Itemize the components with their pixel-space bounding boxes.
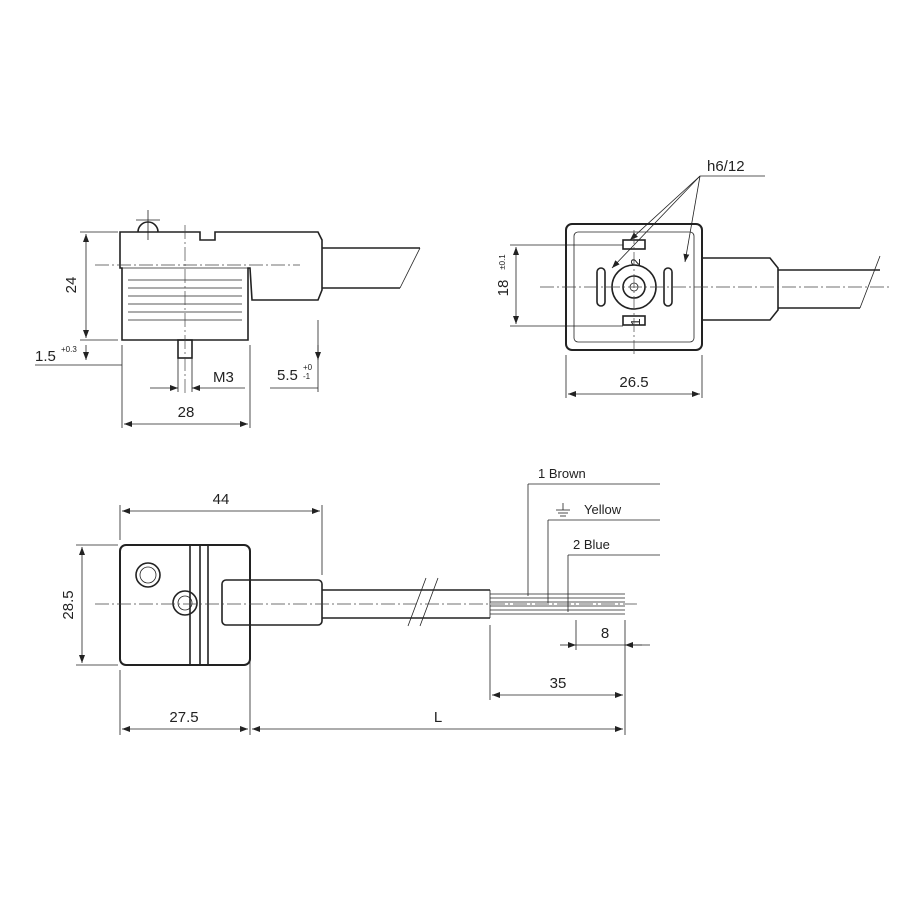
dim-1-5-label: 1.5 xyxy=(35,348,56,365)
top-screw-2 xyxy=(172,590,198,616)
top-screw-1 xyxy=(135,562,161,588)
dim-L-label: L xyxy=(434,709,442,726)
front-view: 2 1 h6/12 18 ±0.1 26.5 xyxy=(495,158,890,398)
pin-label-1: 1 xyxy=(628,318,643,325)
dim-h6-12-label: h6/12 xyxy=(707,158,745,175)
ground-icon xyxy=(556,503,570,517)
pin-label-2: 2 xyxy=(628,258,643,265)
front-cable xyxy=(778,269,880,309)
dim-27-5-label: 27.5 xyxy=(169,709,198,726)
side-cable xyxy=(322,247,420,289)
top-gland xyxy=(221,579,323,626)
dim-m3-label: M3 xyxy=(213,369,234,386)
dim-26-5-label: 26.5 xyxy=(619,374,648,391)
top-housing-outer xyxy=(119,544,251,666)
dim-18-label: 18 xyxy=(495,280,512,297)
dim-5-5-label: 5.5 xyxy=(277,367,298,384)
dim-8-label: 8 xyxy=(601,625,609,642)
wire-ground-label: Yellow xyxy=(584,502,622,517)
side-housing-outline xyxy=(119,231,323,341)
dim-24-label: 24 xyxy=(63,277,80,294)
top-cable xyxy=(322,589,490,619)
dim-5-5-tol-upper: +0 xyxy=(303,363,313,372)
dim-28-5-label: 28.5 xyxy=(60,590,77,619)
front-neck xyxy=(702,257,779,321)
wire-1-label: 1 Brown xyxy=(538,466,586,481)
dim-1-5-tol: +0.3 xyxy=(61,345,77,354)
dim-44-label: 44 xyxy=(213,491,230,508)
dim-28-label: 28 xyxy=(178,404,195,421)
top-wires xyxy=(490,593,625,615)
dim-5-5-tol-lower: -1 xyxy=(303,372,311,381)
top-view: 1 Brown Yellow 2 Blue 44 28.5 8 xyxy=(60,466,660,735)
wire-2-label: 2 Blue xyxy=(573,537,610,552)
side-view: 24 1.5 +0.3 M3 5.5 +0 -1 28 xyxy=(35,210,421,428)
dim-18-tol: ±0.1 xyxy=(498,254,507,270)
dim-35-label: 35 xyxy=(550,675,567,692)
